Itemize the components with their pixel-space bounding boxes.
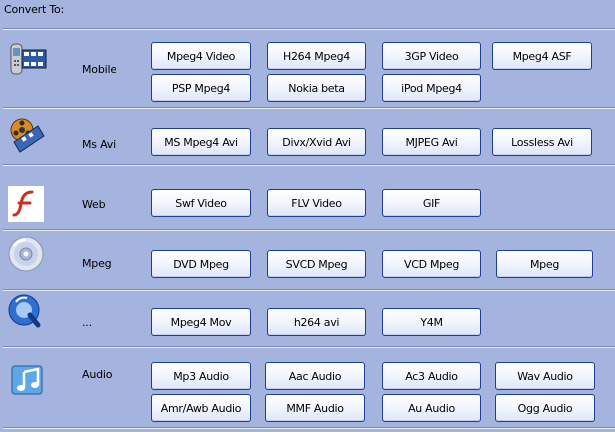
category-label-web: Web: [82, 198, 106, 211]
category-label-audio: Audio: [82, 368, 113, 381]
h264-mpeg4-button[interactable]: H264 Mpeg4: [267, 42, 366, 70]
mobile-phone-icon: [10, 43, 47, 75]
category-label-ms-avi: Ms Avi: [82, 138, 116, 151]
flv-video-button[interactable]: FLV Video: [267, 189, 366, 217]
swf-video-button[interactable]: Swf Video: [151, 189, 251, 217]
category-label-quicktime: ...: [82, 316, 92, 329]
ipod-mpeg4-button[interactable]: iPod Mpeg4: [382, 74, 481, 102]
vcd-mpeg-button[interactable]: VCD Mpeg: [382, 250, 481, 278]
dvd-mpeg-button[interactable]: DVD Mpeg: [151, 250, 251, 278]
au-audio-button[interactable]: Au Audio: [382, 394, 481, 422]
category-label-mobile: Mobile: [82, 63, 116, 76]
separator: [3, 229, 615, 231]
aac-audio-button[interactable]: Aac Audio: [265, 362, 365, 390]
lossless-avi-button[interactable]: Lossless Avi: [492, 128, 592, 156]
mjpeg-avi-button[interactable]: MJPEG Avi: [382, 128, 481, 156]
h264-avi-button[interactable]: h264 avi: [267, 308, 366, 336]
music-note-icon: [11, 365, 43, 395]
gif-button[interactable]: GIF: [382, 189, 481, 217]
category-label-mpeg: Mpeg: [82, 257, 112, 270]
separator: [3, 427, 615, 429]
mmf-audio-button[interactable]: MMF Audio: [265, 394, 365, 422]
disc-icon: [8, 236, 44, 272]
y4m-button[interactable]: Y4M: [382, 308, 481, 336]
flash-icon: [8, 186, 44, 222]
separator: [3, 107, 615, 109]
mp3-audio-button[interactable]: Mp3 Audio: [151, 362, 251, 390]
divx-xvid-avi-button[interactable]: Divx/Xvid Avi: [267, 128, 366, 156]
ogg-audio-button[interactable]: Ogg Audio: [495, 394, 595, 422]
separator: [3, 28, 615, 30]
convert-to-header: Convert To:: [4, 3, 65, 16]
3gp-video-button[interactable]: 3GP Video: [382, 42, 481, 70]
mpeg4-mov-button[interactable]: Mpeg4 Mov: [151, 308, 251, 336]
separator: [3, 346, 615, 348]
quicktime-icon: [8, 294, 41, 328]
nokia-beta-button[interactable]: Nokia beta: [267, 74, 366, 102]
film-reel-icon: [10, 118, 45, 153]
mpeg-button[interactable]: Mpeg: [496, 250, 593, 278]
mpeg4-asf-button[interactable]: Mpeg4 ASF: [492, 42, 592, 70]
separator: [3, 164, 615, 166]
wav-audio-button[interactable]: Wav Audio: [495, 362, 595, 390]
ac3-audio-button[interactable]: Ac3 Audio: [382, 362, 481, 390]
psp-mpeg4-button[interactable]: PSP Mpeg4: [151, 74, 251, 102]
separator: [3, 289, 615, 291]
ms-mpeg4-avi-button[interactable]: MS Mpeg4 Avi: [151, 128, 251, 156]
mpeg4-video-button[interactable]: Mpeg4 Video: [151, 42, 251, 70]
svcd-mpeg-button[interactable]: SVCD Mpeg: [267, 250, 366, 278]
amr-awb-audio-button[interactable]: Amr/Awb Audio: [151, 394, 251, 422]
